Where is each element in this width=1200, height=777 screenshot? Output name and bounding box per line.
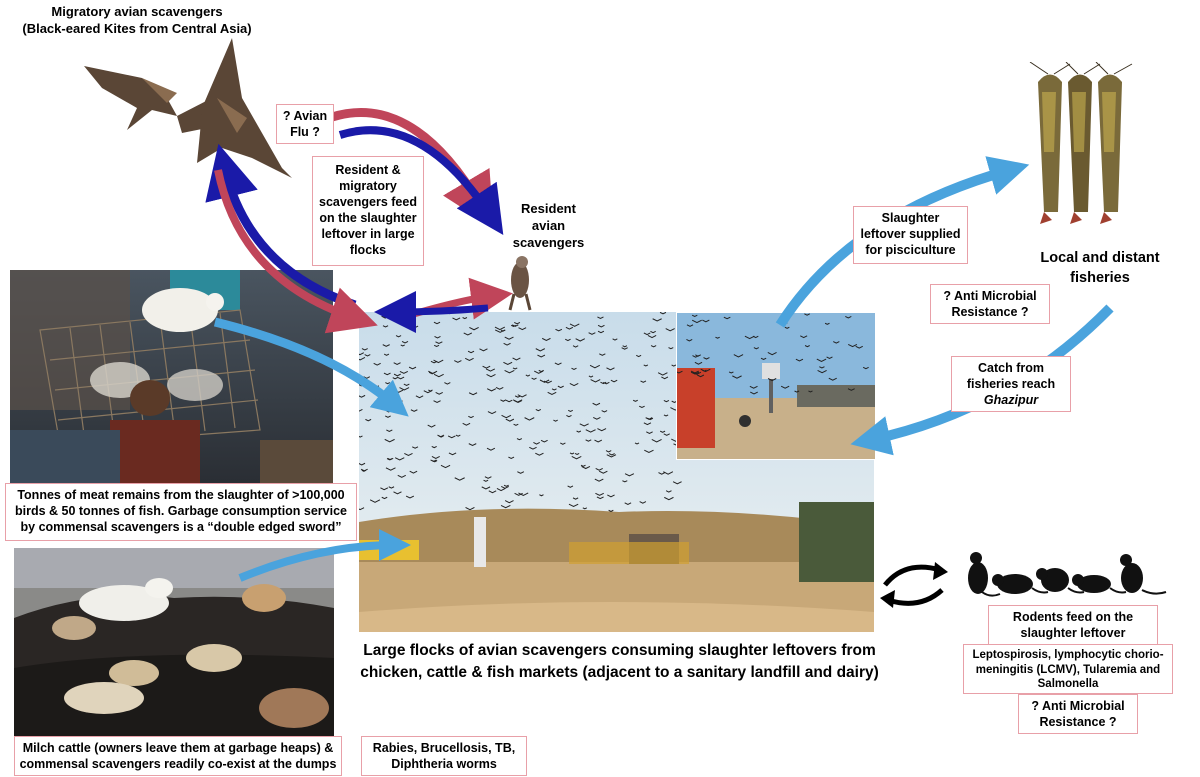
tonnes-meat-box: Tonnes of meat remains from the slaughte… [5, 483, 357, 541]
arc-blue-top [338, 126, 504, 235]
catch-reach-box: Catch from fisheries reach Ghazipur [951, 356, 1071, 412]
rodent-diseases-box: Leptospirosis, lymphocytic chorio-mening… [963, 644, 1173, 694]
arc-blue-resident [374, 290, 489, 333]
rodents-image [960, 550, 1170, 600]
amr-rodents-box: ? Anti Microbial Resistance ? [1018, 694, 1138, 734]
avian-flu-box: ? Avian Flu ? [276, 104, 334, 144]
arrow-dump-to-flock [238, 529, 411, 582]
dump-cattle-photo [14, 548, 334, 738]
chicken-market-photo [10, 270, 333, 483]
amr-fisheries-box: ? Anti Microbial Resistance ? [930, 284, 1050, 324]
rodents-feed-box: Rodents feed on the slaughter leftover [988, 605, 1158, 645]
migratory-scavengers-label: Migratory avian scavengers (Black-eared … [22, 4, 252, 36]
arrow-chicken-to-flock [213, 317, 409, 417]
arc-red-left [214, 169, 378, 334]
ghazipur-text: Ghazipur [983, 393, 1039, 407]
resident-migratory-feed-box: Resident & migratory scavengers feed on … [312, 156, 424, 266]
dog-diseases-box: Rabies, Brucellosis, TB, Diphtheria worm… [361, 736, 527, 776]
rodent-cycle-arrow-bottom [887, 588, 944, 606]
fisheries-label: Local and distant fisheries [1040, 250, 1160, 286]
catfish-image [1028, 61, 1138, 227]
migratory-kites-image [82, 38, 302, 183]
rodent-cycle-arrow-top [883, 564, 941, 587]
main-flock-caption: Large flocks of avian scavengers consumi… [360, 642, 879, 681]
inset-truck-photo [676, 312, 876, 460]
pisciculture-box: Slaughter leftover supplied for piscicul… [853, 206, 968, 264]
milch-cattle-box: Milch cattle (owners leave them at garba… [14, 736, 342, 776]
resident-scavengers-label: Resident avian scavengers [512, 201, 585, 250]
